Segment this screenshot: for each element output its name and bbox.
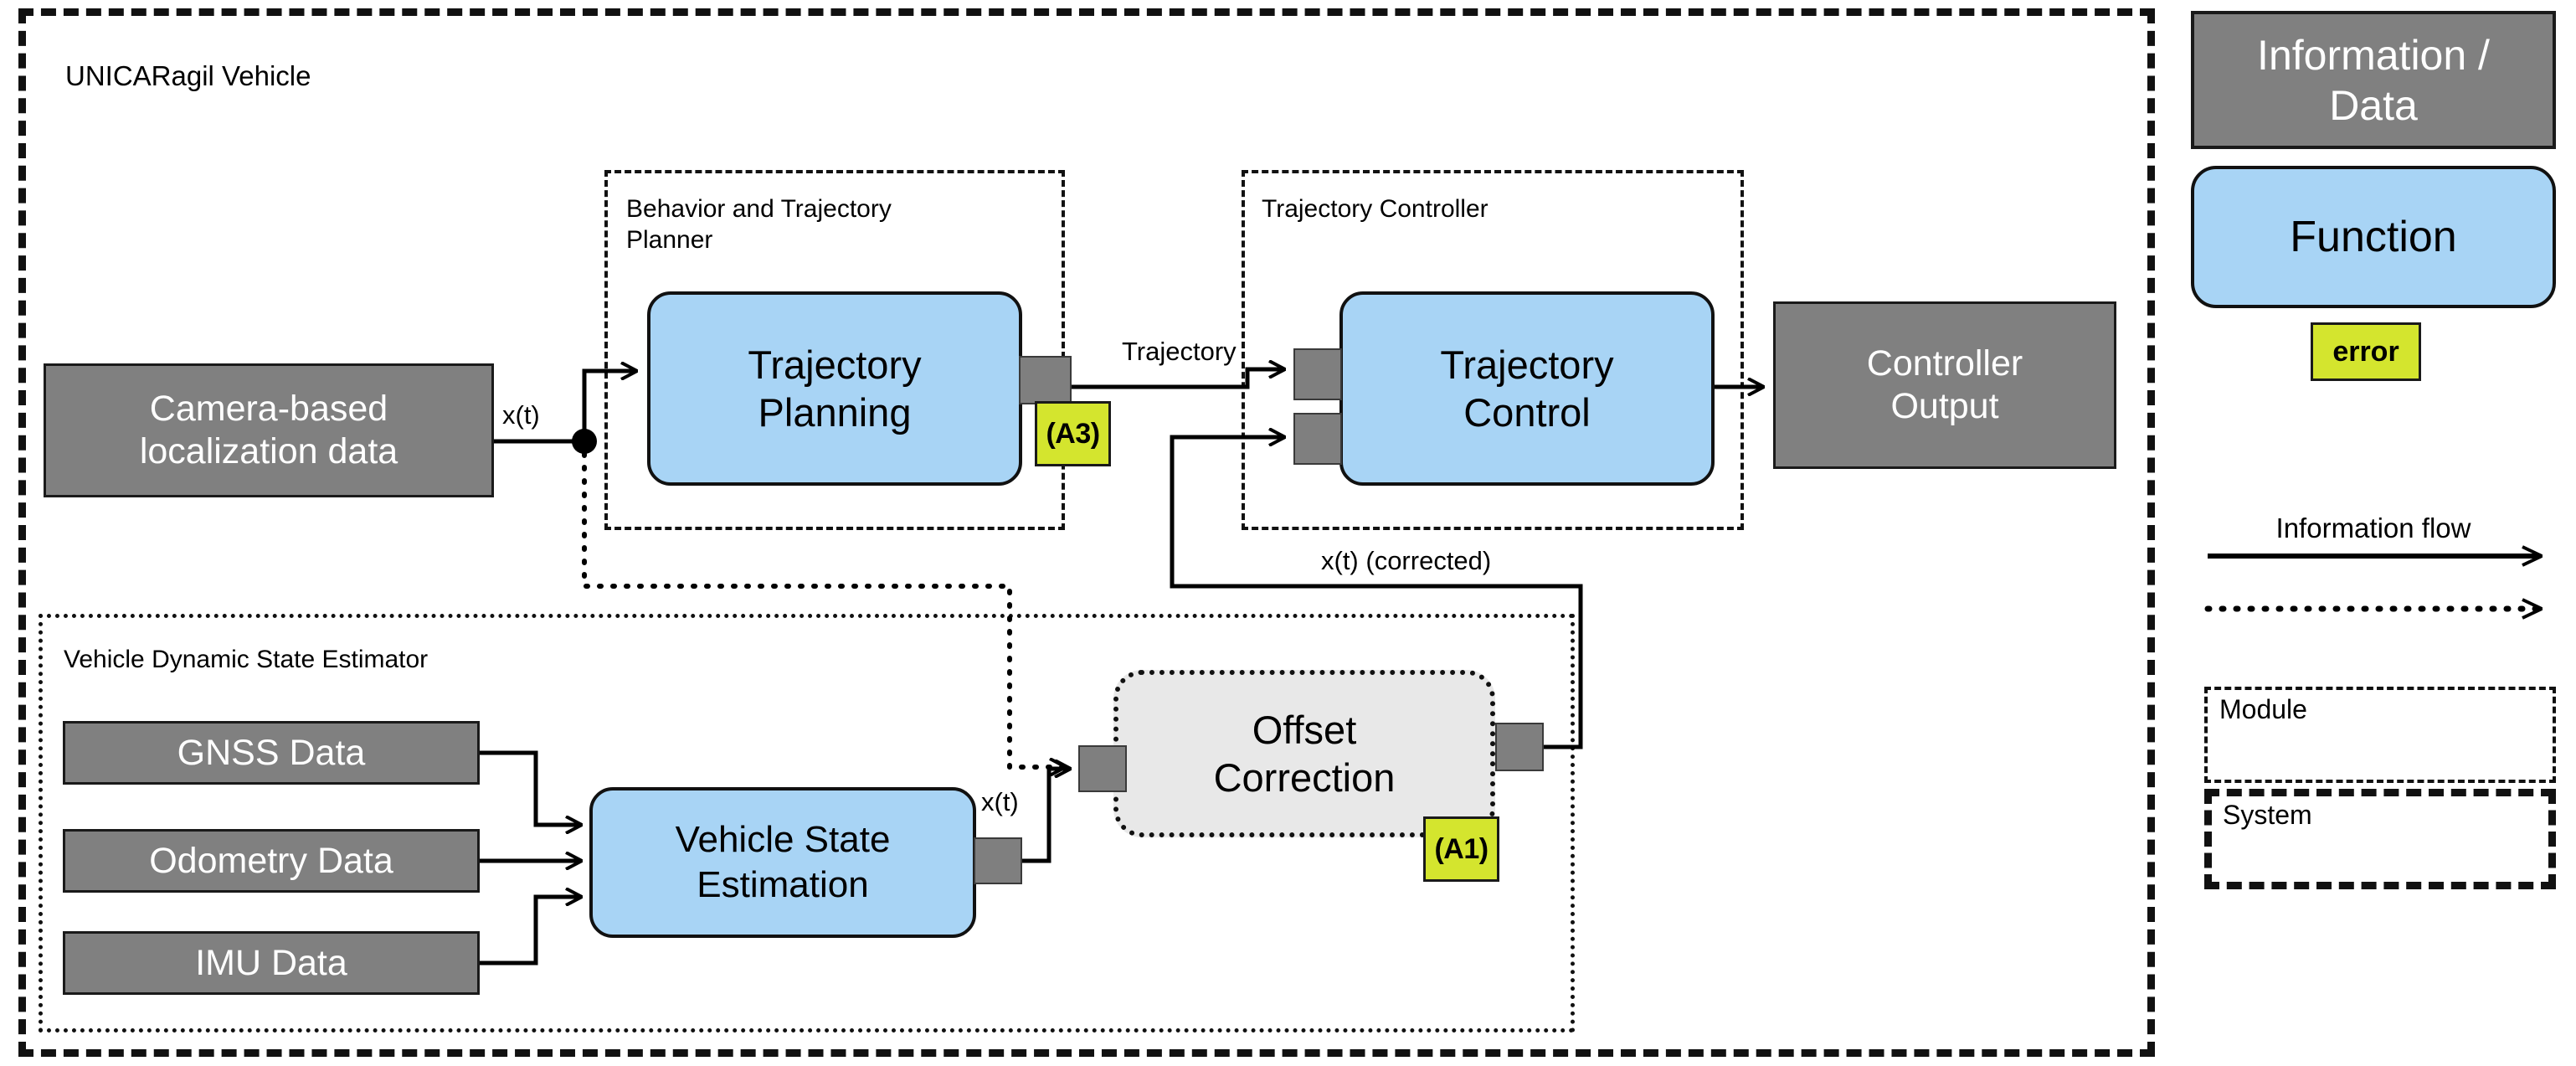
function-trajectory-planning: Trajectory Planning <box>647 291 1022 486</box>
function-trajectory-control-label: Trajectory Control <box>1440 342 1614 435</box>
edge-label-trajectory: Trajectory <box>1122 337 1237 366</box>
data-block-controller-output-label: Controller Output <box>1866 343 2023 426</box>
function-offset-correction: Offset Correction <box>1113 670 1495 837</box>
legend-error-swatch: error <box>2311 322 2421 381</box>
port-trajectory-control-in-trajectory <box>1293 348 1342 400</box>
legend-function-label: Function <box>2290 213 2457 261</box>
port-trajectory-control-in-state <box>1293 413 1342 465</box>
legend-function-swatch: Function <box>2191 166 2556 308</box>
error-badge-a3-label: (A3) <box>1046 417 1100 450</box>
module-label-btp: Behavior and Trajectory Planner <box>626 195 892 254</box>
module-label-tc: Trajectory Controller <box>1262 195 1489 223</box>
port-trajectory-planning-out <box>1019 356 1072 404</box>
function-vehicle-state-estimation-label: Vehicle State Estimation <box>675 819 891 905</box>
legend-data-label: Information / Data <box>2257 31 2490 129</box>
function-trajectory-planning-label: Trajectory Planning <box>748 342 922 435</box>
function-trajectory-control: Trajectory Control <box>1339 291 1715 486</box>
function-vehicle-state-estimation: Vehicle State Estimation <box>589 787 976 938</box>
data-block-odometry: Odometry Data <box>63 829 480 893</box>
legend-system-label: System <box>2223 800 2312 830</box>
legend-system-swatch <box>2204 789 2556 889</box>
edge-label-xt-camera: x(t) <box>502 400 540 430</box>
legend-error-label: error <box>2332 335 2399 368</box>
system-boundary-unicaragil <box>18 8 2155 1057</box>
port-vehicle-state-estimation-out <box>974 837 1022 884</box>
port-offset-correction-out <box>1495 723 1544 771</box>
edge-label-xt-corrected: x(t) (corrected) <box>1321 546 1492 575</box>
data-block-odometry-label: Odometry Data <box>149 840 393 881</box>
legend-module-swatch <box>2204 687 2556 783</box>
data-block-gnss-label: GNSS Data <box>177 732 366 773</box>
edge-label-xt-vse: x(t) <box>981 787 1019 816</box>
legend-data-swatch: Information / Data <box>2191 11 2556 149</box>
data-block-gnss: GNSS Data <box>63 721 480 785</box>
data-block-camera-localization: Camera-based localization data <box>44 363 494 497</box>
error-badge-a1: (A1) <box>1423 816 1499 882</box>
legend-module-label: Module <box>2219 694 2307 724</box>
data-block-camera-localization-label: Camera-based localization data <box>139 389 398 471</box>
data-block-imu-label: IMU Data <box>195 942 347 983</box>
legend-flow-label: Information flow <box>2275 512 2471 543</box>
error-badge-a3: (A3) <box>1035 401 1111 466</box>
port-offset-correction-in <box>1078 745 1127 792</box>
module-label-vdse: Vehicle Dynamic State Estimator <box>64 646 429 673</box>
data-block-controller-output: Controller Output <box>1773 301 2116 469</box>
function-offset-correction-label: Offset Correction <box>1213 707 1396 800</box>
error-badge-a1-label: (A1) <box>1434 832 1489 865</box>
data-block-imu: IMU Data <box>63 931 480 995</box>
system-label: UNICARagil Vehicle <box>65 60 311 91</box>
